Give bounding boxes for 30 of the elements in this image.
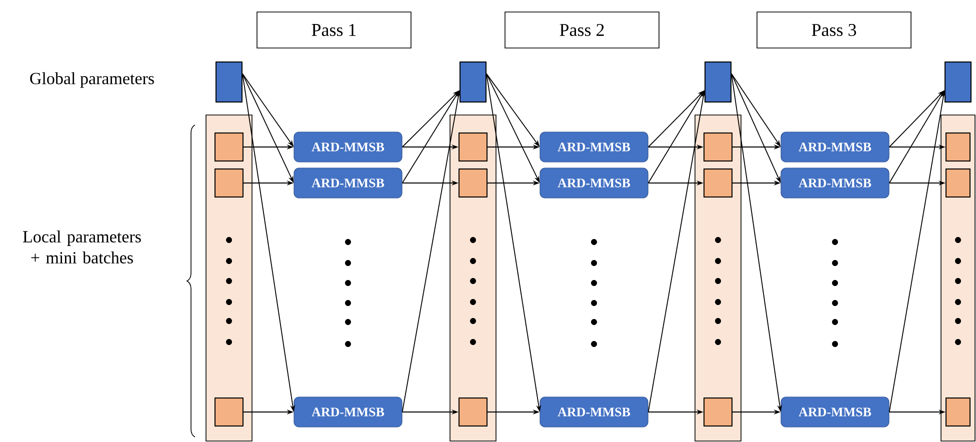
- local-parameter-square: [704, 132, 732, 162]
- local-parameter-square: [458, 398, 488, 426]
- pass-box: Pass 1: [256, 12, 412, 48]
- local-parameter-square: [704, 398, 732, 426]
- ard-mmsb-box: ARD-MMSB: [540, 168, 648, 198]
- side-label: Local parameters + mini batches: [23, 230, 141, 264]
- ard-mmsb-box: ARD-MMSB: [294, 168, 402, 198]
- pass-box: Pass 3: [756, 12, 912, 48]
- local-parameter-square: [704, 168, 732, 198]
- local-parameter-square: [946, 398, 970, 426]
- local-parameter-square: [214, 132, 244, 162]
- local-parameter-square: [458, 168, 488, 198]
- ard-mmsb-box: ARD-MMSB: [780, 132, 890, 162]
- local-parameter-square: [946, 132, 970, 162]
- global-parameter-square: [944, 62, 972, 102]
- ard-mmsb-box: ARD-MMSB: [540, 396, 648, 428]
- local-parameter-square: [946, 168, 970, 198]
- global-parameter-square: [216, 62, 242, 102]
- global-parameter-square: [460, 62, 486, 102]
- ard-mmsb-box: ARD-MMSB: [780, 396, 890, 428]
- ard-mmsb-box: ARD-MMSB: [294, 396, 402, 428]
- side-label: Global parameters: [30, 72, 154, 88]
- ard-mmsb-box: ARD-MMSB: [780, 168, 890, 198]
- ard-mmsb-box: ARD-MMSB: [540, 132, 648, 162]
- global-parameter-square: [704, 62, 732, 102]
- ard-mmsb-box: ARD-MMSB: [294, 132, 402, 162]
- pass-box: Pass 2: [504, 12, 660, 48]
- local-parameter-square: [214, 398, 244, 426]
- local-parameter-square: [458, 132, 488, 162]
- local-parameter-square: [214, 168, 244, 198]
